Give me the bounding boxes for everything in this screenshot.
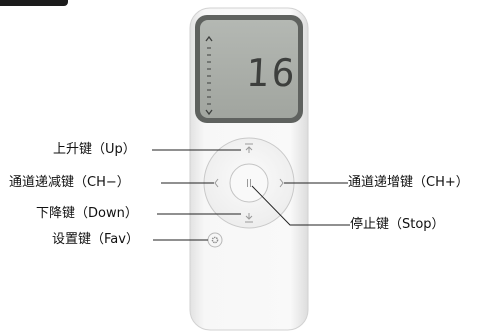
label-down: 下降键（Down） [36,206,138,221]
label-ch-plus: 通道递增键（CH+） [348,175,469,190]
level-scale [207,47,211,105]
leader-lines [152,149,350,241]
channel-number: 16 [245,51,299,95]
corner-tab [0,0,68,6]
leader-stop [251,185,350,226]
label-ch-minus: 通道递减键（CH−） [9,175,130,190]
down-arrow-icon[interactable] [245,213,253,223]
level-up-icon [205,35,213,42]
label-stop: 停止键（Stop） [350,217,445,232]
lcd-screen: 16 [195,15,303,123]
ch-minus-icon[interactable] [214,178,219,188]
ch-plus-icon[interactable] [279,178,284,188]
label-up: 上升键（Up） [53,142,136,157]
level-down-icon [205,109,213,116]
up-arrow-icon[interactable] [245,143,253,153]
gear-icon [211,236,219,244]
stop-icon[interactable] [247,179,251,187]
label-fav: 设置键（Fav） [52,232,139,247]
fav-button[interactable] [207,232,223,248]
